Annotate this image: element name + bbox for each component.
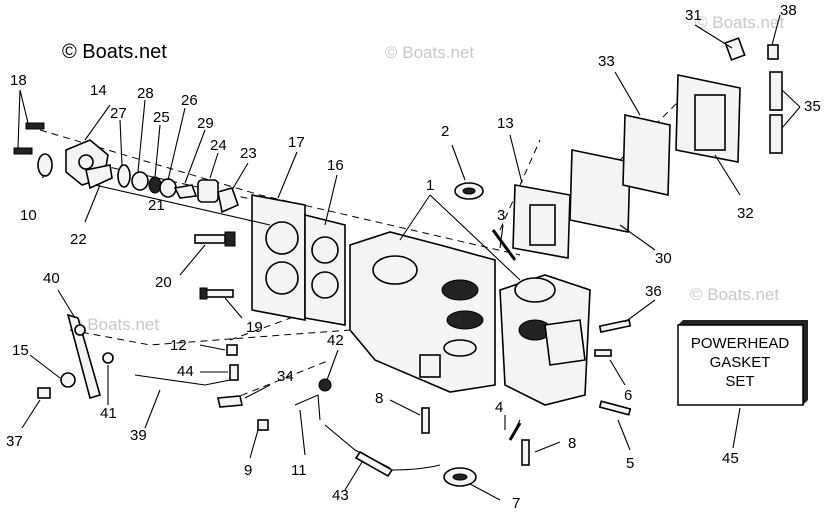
callout-44: 44: [177, 363, 194, 380]
callout-3: 3: [497, 207, 505, 224]
callout-17: 17: [288, 134, 305, 151]
leader-lines: [17, 14, 801, 501]
callout-38: 38: [780, 2, 797, 19]
callout-15: 15: [12, 342, 29, 359]
thermostat-parts: [117, 164, 240, 214]
callout-27: 27: [110, 105, 127, 122]
callout-12: 12: [170, 337, 187, 354]
callout-25: 25: [153, 109, 170, 126]
callout-5: 5: [626, 455, 634, 472]
callout-9: 9: [244, 462, 252, 479]
callout-43: 43: [332, 487, 349, 504]
cylinder-head: [251, 194, 346, 326]
callout-30: 30: [655, 250, 672, 267]
throttle-linkage: [37, 313, 231, 400]
callout-28: 28: [137, 85, 154, 102]
callout-20: 20: [155, 274, 172, 291]
watermark-copyright: © Boats.net: [62, 41, 167, 63]
cylinder-block: [349, 231, 496, 393]
callout-11: 11: [291, 462, 307, 479]
pins-and-bolts: [421, 229, 632, 466]
callout-35: 35: [804, 98, 821, 115]
watermark-faint-top: © Boats.net: [385, 43, 474, 62]
thermostat-cover: [37, 139, 113, 190]
callout-23: 23: [240, 145, 257, 162]
gasket-set-line2: GASKET: [710, 354, 771, 371]
callout-37: 37: [6, 433, 23, 450]
callout-13: 13: [497, 115, 514, 132]
callout-7: 7: [512, 495, 520, 512]
callout-33: 33: [598, 53, 615, 70]
callout-29: 29: [197, 115, 214, 132]
small-parts: [217, 344, 441, 478]
callout-10: 10: [20, 207, 37, 224]
callout-42: 42: [327, 332, 344, 349]
callout-45: 45: [722, 450, 739, 467]
watermark-faint-right: © Boats.net: [690, 285, 779, 304]
callout-21: 21: [148, 197, 165, 214]
watermark-faint-left: © Boats.net: [70, 315, 159, 334]
callout-8-upper: 8: [375, 390, 383, 407]
callout-1: 1: [426, 177, 434, 194]
callout-8-lower: 8: [568, 435, 576, 452]
callout-16: 16: [327, 157, 344, 174]
callout-18: 18: [10, 72, 27, 89]
callout-39: 39: [130, 427, 147, 444]
watermark-faint-top-right: © Boats.net: [695, 13, 784, 32]
fasteners-left: [13, 122, 236, 300]
callout-34: 34: [277, 368, 294, 385]
seal-lower-center: [452, 473, 468, 481]
gasket-set-line3: SET: [725, 373, 754, 390]
callout-14: 14: [90, 82, 107, 99]
callout-4: 4: [495, 399, 503, 416]
callout-41: 41: [100, 405, 117, 422]
callout-36: 36: [645, 283, 662, 300]
crankcase-half: [499, 274, 591, 406]
callout-22: 22: [70, 231, 87, 248]
callout-24: 24: [210, 137, 227, 154]
seal-upper-center: [462, 187, 476, 195]
transfer-covers: [512, 74, 741, 259]
callout-2: 2: [441, 123, 449, 140]
callout-6: 6: [624, 387, 632, 404]
gasket-set-line1: POWERHEAD: [691, 335, 790, 352]
callout-40: 40: [43, 270, 60, 287]
callout-19: 19: [246, 319, 263, 336]
callout-31: 31: [685, 7, 702, 24]
callout-32: 32: [737, 205, 754, 222]
callout-labels: 1 2 3 4 5 6 7 8 8 9 10 11 12 13 14 15 16…: [6, 2, 821, 512]
callout-26: 26: [181, 92, 198, 109]
gasket-set-box: POWERHEAD GASKET SET: [677, 320, 808, 406]
fittings-top-right: [724, 37, 783, 154]
